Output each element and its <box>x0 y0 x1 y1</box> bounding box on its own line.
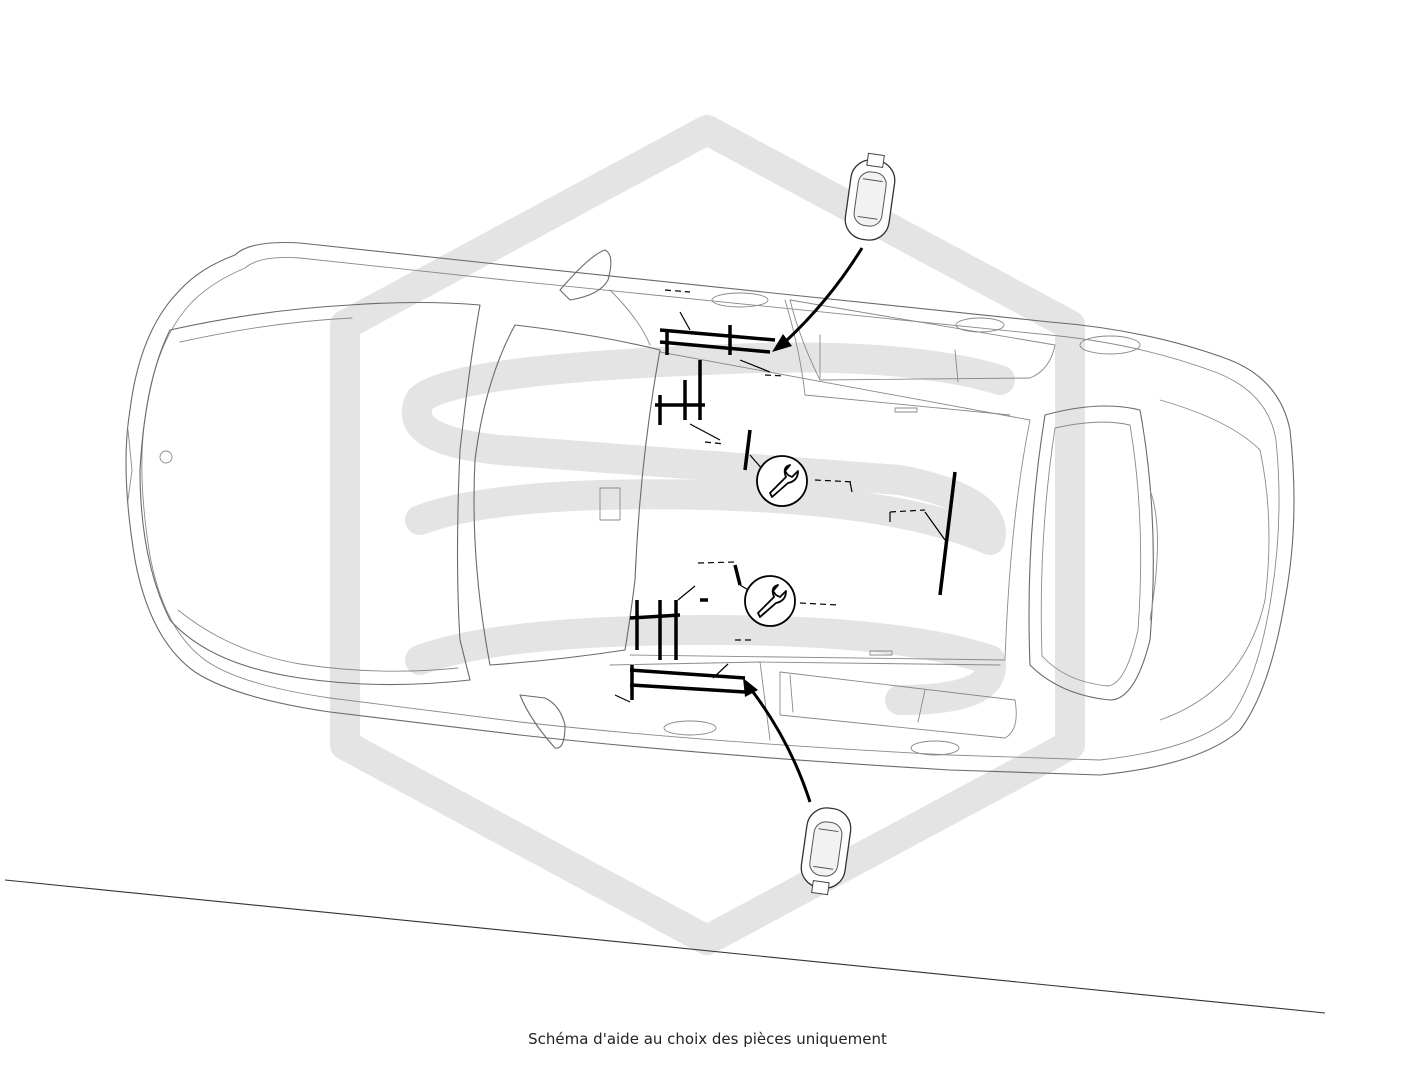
part-upper-front-door <box>659 325 776 355</box>
wrench-icon[interactable] <box>756 455 808 507</box>
arrow-upper <box>772 247 864 352</box>
part-upper-rod <box>743 429 752 471</box>
highlighted-parts <box>629 325 957 700</box>
watermark-logo <box>330 115 1085 955</box>
leader-lines <box>614 289 946 703</box>
door-handle-icon <box>800 807 852 896</box>
part-lower-front-door <box>629 665 746 700</box>
arrow-lower <box>743 678 812 803</box>
part-lower-bracket <box>629 598 708 660</box>
wrench-icon[interactable] <box>744 575 796 627</box>
vehicle-body <box>125 242 1295 776</box>
part-lower-rod <box>733 564 742 586</box>
door-handle-icon <box>844 152 896 241</box>
diagram-caption: Schéma d'aide au choix des pièces unique… <box>528 1030 887 1048</box>
part-upper-bracket <box>655 360 705 425</box>
part-rear-rod <box>938 471 957 596</box>
ground-line <box>4 879 1326 1014</box>
